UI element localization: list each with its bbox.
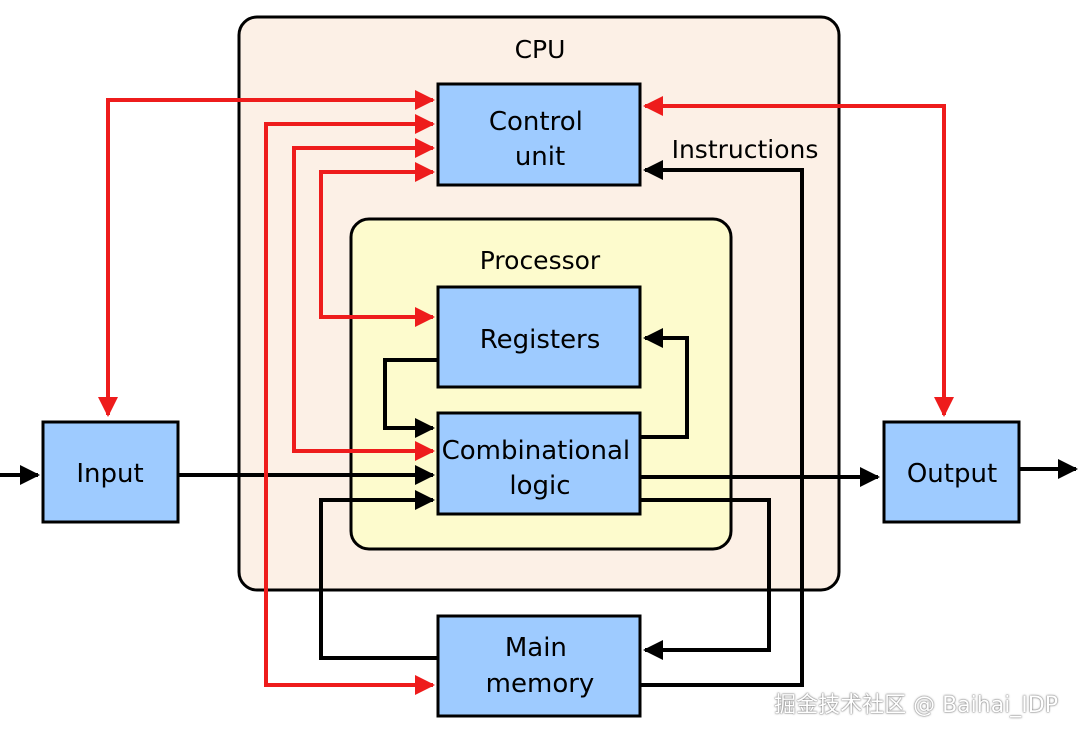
main-memory-label-line2: memory (486, 669, 595, 699)
svg-text:Combinational logic: Combinational logic (442, 436, 639, 501)
memory-to-logic-arrow (319, 490, 438, 660)
control-output-arrow (643, 96, 954, 417)
svg-text:Control unit: Control unit (489, 107, 591, 172)
registers-box: Registers (436, 285, 642, 389)
processor-label: Processor (480, 246, 601, 275)
instructions-label: Instructions (672, 135, 819, 164)
svg-text:Main memory: Main memory (486, 633, 595, 699)
control-unit-box: Control unit (436, 82, 642, 187)
control-unit-label-line2: unit (515, 142, 565, 172)
cpu-label: CPU (515, 35, 566, 64)
control-memory-arrow (264, 114, 435, 695)
registers-label: Registers (480, 325, 601, 355)
input-label: Input (76, 459, 143, 489)
main-memory-box: Main memory (436, 614, 642, 718)
output-label: Output (907, 459, 997, 489)
output-box: Output (882, 420, 1021, 524)
combinational-logic-box: Combinational logic (436, 411, 642, 516)
watermark: 掘金技术社区 @ Baihai_IDP (774, 693, 1058, 718)
control-registers-arrow (319, 162, 435, 327)
logic-to-memory-arrow (640, 498, 771, 660)
control-lines (98, 90, 954, 695)
input-box: Input (41, 420, 180, 524)
control-logic-arrow (292, 138, 435, 461)
control-unit-label-line1: Control (489, 107, 583, 137)
combinational-logic-label-line1: Combinational (442, 436, 631, 466)
combinational-logic-label-line2: logic (509, 471, 570, 501)
control-input-arrow (98, 90, 435, 417)
main-memory-label-line1: Main (505, 633, 567, 663)
